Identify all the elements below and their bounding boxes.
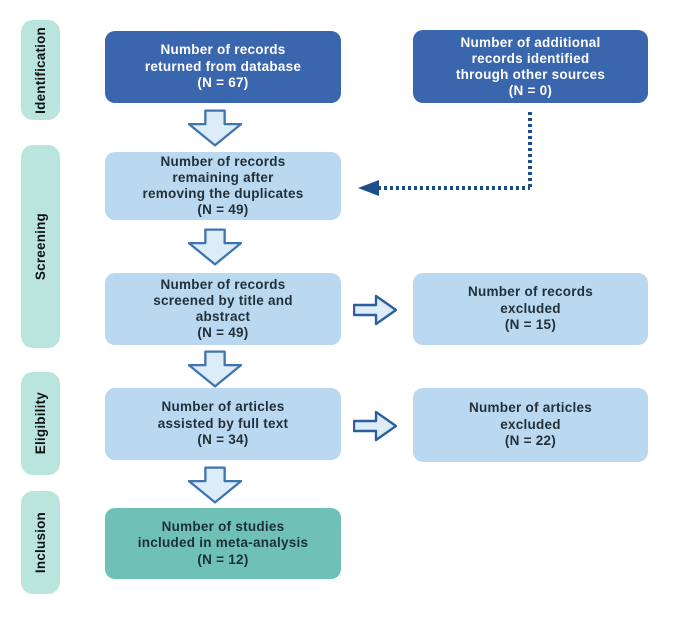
flow-box-after-duplicates: Number of records remaining after removi… [105, 152, 341, 220]
stage-bar-eligibility: Eligibility [21, 372, 60, 475]
flow-box-additional-records-text: Number of additional records identified … [455, 34, 606, 98]
stage-label-identification: Identification [33, 26, 48, 114]
down-arrow-icon [188, 350, 242, 388]
flow-box-included: Number of studies included in meta-analy… [105, 508, 341, 579]
stage-bar-identification: Identification [21, 20, 60, 120]
flow-box-records-excluded: Number of records excluded (N = 15) [413, 273, 648, 345]
flow-box-screened-text: Number of records screened by title and … [153, 277, 293, 340]
stage-label-inclusion: Inclusion [33, 511, 48, 574]
flow-box-records-database: Number of records returned from database… [105, 31, 341, 103]
stage-label-eligibility: Eligibility [33, 392, 48, 455]
flow-box-screened: Number of records screened by title and … [105, 273, 341, 345]
down-arrow-icon [188, 466, 242, 504]
down-arrow-icon [188, 228, 242, 266]
right-arrow-icon [353, 410, 397, 442]
flow-box-included-text: Number of studies included in meta-analy… [137, 518, 309, 567]
down-arrow-icon [188, 109, 242, 147]
flow-box-full-text-text: Number of articles assisted by full text… [157, 399, 289, 448]
flow-box-articles-excluded-text: Number of articles excluded (N = 22) [468, 400, 593, 449]
right-arrow-icon [353, 294, 397, 326]
flow-box-after-duplicates-text: Number of records remaining after removi… [142, 154, 304, 217]
flow-box-additional-records: Number of additional records identified … [413, 30, 648, 103]
flow-box-records-excluded-text: Number of records excluded (N = 15) [467, 284, 594, 333]
flow-box-articles-excluded: Number of articles excluded (N = 22) [413, 388, 648, 462]
flow-box-records-database-text: Number of records returned from database… [144, 42, 302, 91]
dotted-connector-vertical [528, 112, 532, 190]
stage-bar-inclusion: Inclusion [21, 491, 60, 594]
dotted-connector-horizontal [378, 186, 530, 190]
flow-box-full-text: Number of articles assisted by full text… [105, 388, 341, 460]
dotted-connector-arrowhead-icon [358, 180, 379, 196]
stage-bar-screening: Screening [21, 145, 60, 348]
stage-label-screening: Screening [33, 212, 48, 281]
